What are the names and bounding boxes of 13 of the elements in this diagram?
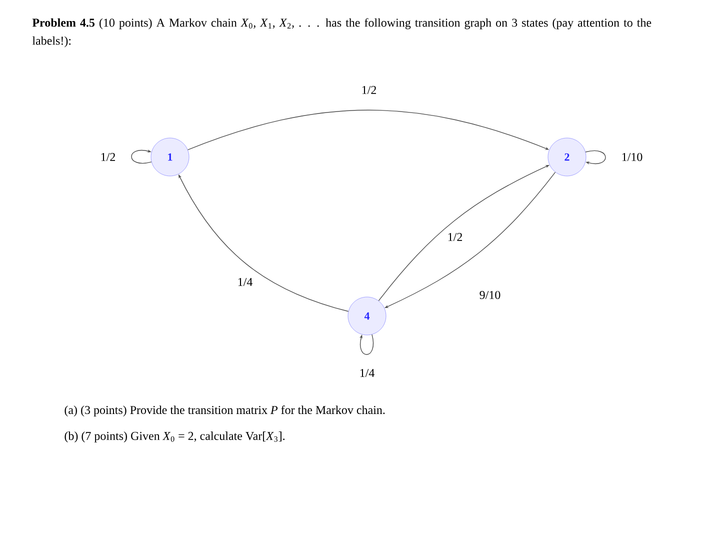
- edge-label: 1/10: [620, 152, 644, 162]
- question-text: (a) (3 points) Provide the transition matrix P for the Markov chain.: [64, 405, 385, 416]
- arrow: [585, 150, 606, 165]
- question-text: (b) (7 points) Given X$_{0}$ = 2, calculate Var[X$_{3}$].: [64, 432, 285, 442]
- arrow: [131, 149, 152, 164]
- edge-label: 1/4: [236, 276, 254, 288]
- edge-label: 1/2: [360, 84, 378, 96]
- edge-label: 1/2: [99, 152, 117, 162]
- edge-label: 9/10: [478, 290, 502, 300]
- edge-label: 1/2: [446, 232, 464, 242]
- edge-label: 1/4: [358, 368, 376, 378]
- arrow: [359, 334, 374, 355]
- problem-statement: Problem 4.5 (10 points) A Markov chain X$_{0}$, X$_{1}$, X$_{2}$, . . . has the following transition graph on 3 states (pay attention to the labels!):: [32, 18, 652, 48]
